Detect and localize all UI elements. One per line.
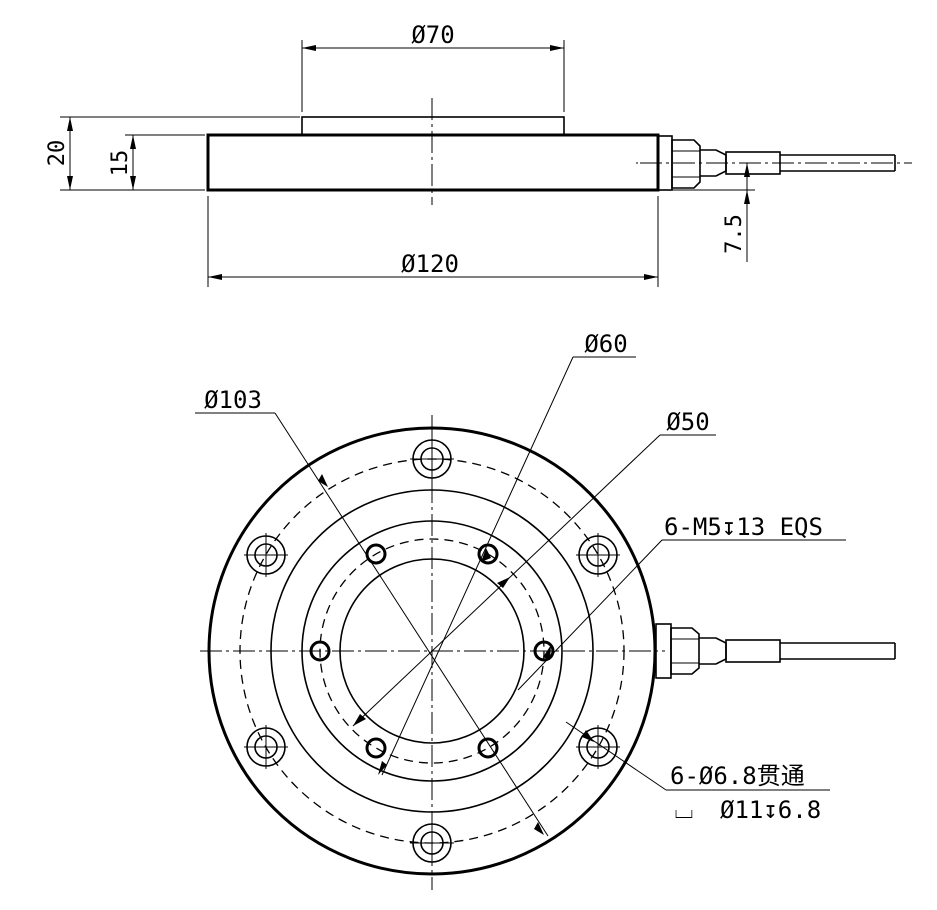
threaded-hole: [477, 543, 499, 565]
outer-flange: [207, 426, 657, 876]
center-recess: [339, 558, 525, 744]
cable-fitting: [640, 135, 912, 191]
note-counterbore: Ø11↧6.8: [720, 796, 821, 824]
top-boss-outline: [301, 520, 563, 782]
counterbored-hole: [576, 533, 620, 577]
counterbored-hole: [244, 533, 288, 577]
dim-diameter-103: Ø103: [204, 386, 262, 414]
plan-view: Ø60 Ø103 Ø50 6-M5↧13 EQS 6-Ø6.8贯通 ⌴ Ø11↧…: [195, 330, 896, 890]
dim-cable-offset: 7.5: [722, 214, 747, 254]
threaded-hole: [365, 543, 387, 565]
threaded-hole: [365, 737, 387, 759]
inner-ring: [270, 489, 594, 813]
cable-fitting-plan: [655, 623, 896, 679]
counterbored-hole: [410, 821, 454, 865]
dim-base-diameter: Ø120: [401, 250, 459, 278]
note-counterbore-symbol: ⌴: [674, 796, 693, 824]
main-body: [206, 133, 660, 192]
counterbored-hole: [244, 725, 288, 769]
threaded-hole: [309, 640, 331, 662]
counterbored-hole: [576, 725, 620, 769]
side-view: Ø70 20 15 Ø120 7.5: [45, 21, 912, 287]
dim-height-total: 20: [45, 140, 70, 167]
threaded-hole: [477, 737, 499, 759]
counterbored-hole: [410, 437, 454, 481]
dim-diameter-60: Ø60: [584, 330, 627, 358]
note-threaded-holes: 6-M5↧13 EQS: [664, 513, 823, 541]
dim-top-diameter: Ø70: [411, 21, 454, 49]
threaded-hole: [533, 640, 555, 662]
dim-diameter-50: Ø50: [666, 408, 709, 436]
note-through-holes: 6-Ø6.8贯通: [670, 762, 805, 790]
dim-height-body: 15: [108, 150, 133, 177]
bolt-circle-50: [319, 538, 545, 764]
top-boss: [301, 116, 565, 136]
